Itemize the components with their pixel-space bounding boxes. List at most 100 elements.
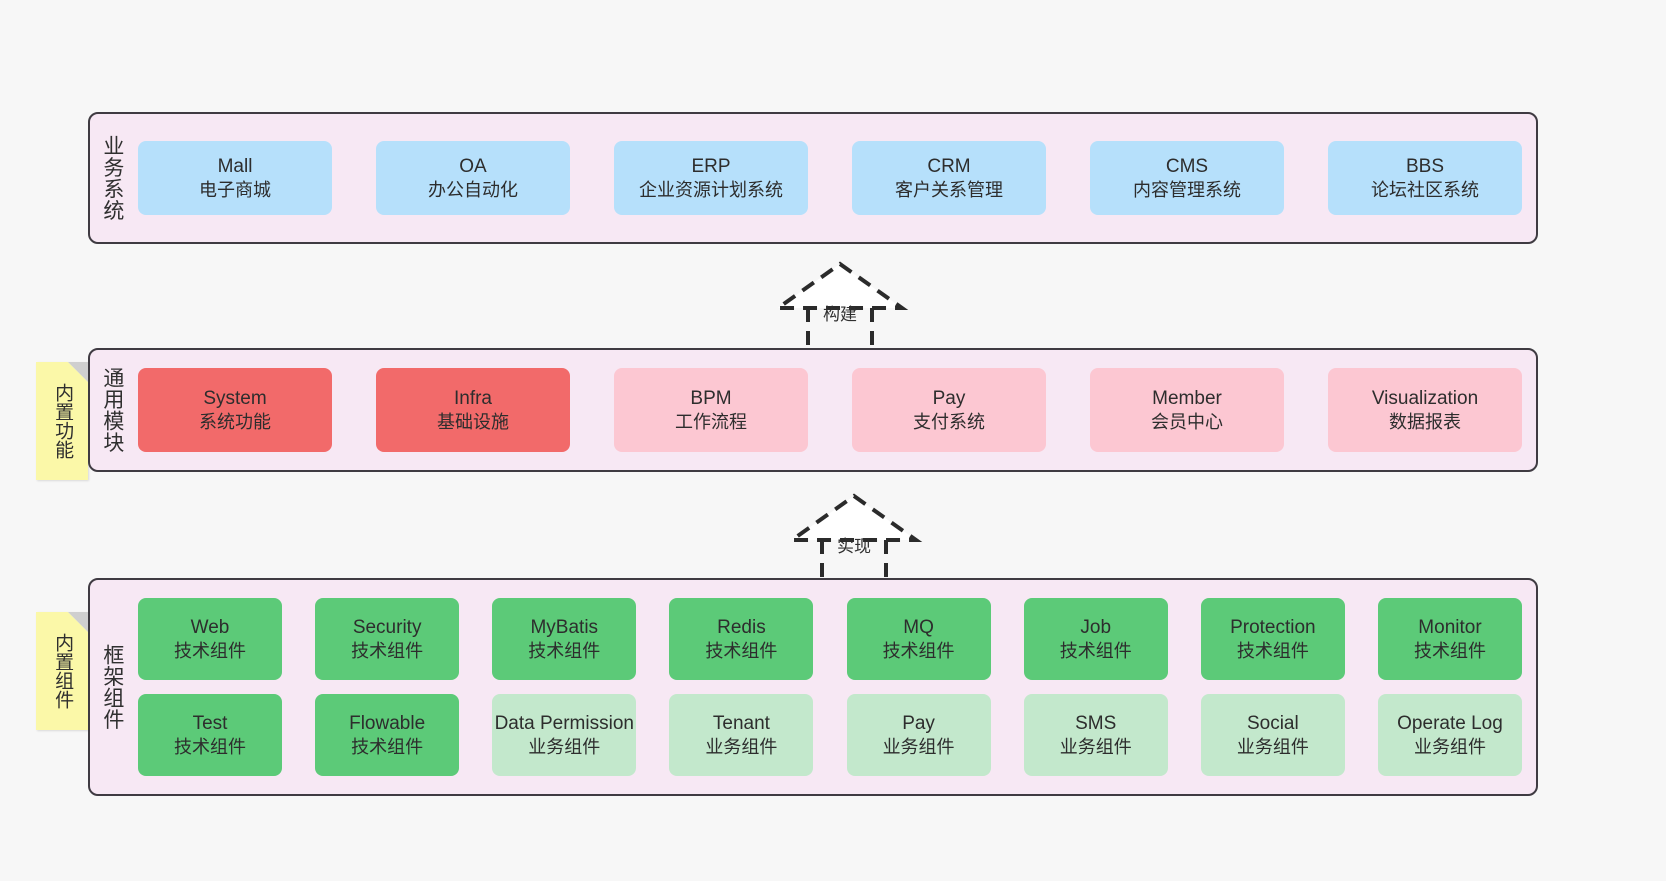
box-security-subtitle: 技术组件 (351, 640, 424, 661)
box-social[interactable]: Social 业务组件 (1200, 694, 1345, 776)
box-erp-subtitle: 企业资源计划系统 (639, 179, 783, 200)
box-sms-title: SMS (1075, 712, 1117, 734)
box-redis-subtitle: 技术组件 (705, 640, 778, 661)
box-job[interactable]: Job 技术组件 (1023, 598, 1168, 680)
box-mall-title: Mall (217, 155, 253, 177)
sticky-note-builtin-features-text: 内置功能 (52, 383, 74, 459)
framework-components-row-bottom: Test 技术组件 Flowable 技术组件 Data Permission … (138, 694, 1522, 776)
box-oa-title: OA (459, 155, 487, 177)
box-tenant-title: Tenant (712, 712, 770, 734)
box-web-subtitle: 技术组件 (174, 640, 246, 661)
box-crm-subtitle: 客户关系管理 (895, 179, 1003, 200)
box-social-subtitle: 业务组件 (1236, 736, 1309, 757)
box-mall[interactable]: Mall 电子商城 (138, 141, 332, 215)
box-operate-log[interactable]: Operate Log 业务组件 (1377, 694, 1522, 776)
layer-body-framework-components: Web 技术组件 Security 技术组件 MyBatis 技术组件 Redi… (134, 580, 1536, 794)
box-visualization-subtitle: 数据报表 (1389, 411, 1461, 432)
box-mybatis-title: MyBatis (530, 616, 599, 638)
box-visualization-title: Visualization (1371, 387, 1479, 409)
box-redis-title: Redis (717, 616, 766, 638)
box-visualization[interactable]: Visualization 数据报表 (1328, 368, 1522, 452)
box-bbs-subtitle: 论坛社区系统 (1371, 179, 1479, 200)
box-infra-title: Infra (453, 387, 493, 409)
sticky-note-builtin-features: 内置功能 (36, 362, 88, 480)
box-cms-title: CMS (1165, 155, 1209, 177)
framework-components-row-top: Web 技术组件 Security 技术组件 MyBatis 技术组件 Redi… (138, 598, 1522, 680)
box-protection-title: Protection (1230, 616, 1316, 638)
box-social-title: Social (1246, 712, 1299, 734)
layer-body-common-modules: System 系统功能 Infra 基础设施 BPM 工作流程 Pay 支付系统… (134, 350, 1536, 470)
box-mybatis[interactable]: MyBatis 技术组件 (492, 598, 637, 680)
sticky-note-builtin-components: 内置组件 (36, 612, 88, 730)
box-test-title: Test (192, 712, 228, 734)
box-sms[interactable]: SMS 业务组件 (1023, 694, 1168, 776)
box-crm[interactable]: CRM 客户关系管理 (852, 141, 1046, 215)
box-redis[interactable]: Redis 技术组件 (669, 598, 814, 680)
box-member-title: Member (1152, 387, 1222, 409)
connector-build-shape (771, 261, 909, 350)
common-modules-row: System 系统功能 Infra 基础设施 BPM 工作流程 Pay 支付系统… (138, 368, 1522, 452)
box-member[interactable]: Member 会员中心 (1090, 368, 1284, 452)
box-mq-title: MQ (903, 616, 934, 638)
box-pay-module[interactable]: Pay 支付系统 (852, 368, 1046, 452)
box-security-title: Security (352, 616, 422, 638)
box-web[interactable]: Web 技术组件 (138, 598, 282, 680)
box-tenant-subtitle: 业务组件 (705, 736, 778, 757)
box-pay-component[interactable]: Pay 业务组件 (846, 694, 991, 776)
box-web-title: Web (190, 616, 230, 638)
connector-build: 构建 (750, 258, 930, 350)
box-tenant[interactable]: Tenant 业务组件 (669, 694, 814, 776)
box-pay-component-subtitle: 业务组件 (882, 736, 955, 757)
box-infra-subtitle: 基础设施 (437, 411, 509, 432)
layer-label-framework-components: 框架组件 (100, 644, 124, 730)
box-bpm[interactable]: BPM 工作流程 (614, 368, 808, 452)
layer-business-systems: 业务系统 Mall 电子商城 OA 办公自动化 ERP 企业资源计划系统 CRM… (88, 112, 1538, 244)
box-oa-subtitle: 办公自动化 (428, 179, 518, 200)
box-operate-log-title: Operate Log (1397, 712, 1503, 734)
connector-implement: 实现 (764, 490, 944, 582)
box-bbs-title: BBS (1405, 155, 1445, 177)
box-mq-subtitle: 技术组件 (882, 640, 955, 661)
box-monitor[interactable]: Monitor 技术组件 (1377, 598, 1522, 680)
box-sms-subtitle: 业务组件 (1059, 736, 1132, 757)
box-flowable-subtitle: 技术组件 (351, 736, 424, 757)
box-system-subtitle: 系统功能 (199, 411, 271, 432)
box-protection[interactable]: Protection 技术组件 (1200, 598, 1345, 680)
box-flowable[interactable]: Flowable 技术组件 (315, 694, 460, 776)
sticky-fold-corner-icon (68, 362, 88, 382)
box-test[interactable]: Test 技术组件 (138, 694, 282, 776)
layer-label-business-systems: 业务系统 (100, 135, 124, 221)
sticky-note-builtin-components-text: 内置组件 (52, 633, 74, 709)
box-mq[interactable]: MQ 技术组件 (846, 598, 991, 680)
box-member-subtitle: 会员中心 (1151, 411, 1223, 432)
box-infra[interactable]: Infra 基础设施 (376, 368, 570, 452)
box-operate-log-subtitle: 业务组件 (1413, 736, 1486, 757)
business-systems-row: Mall 电子商城 OA 办公自动化 ERP 企业资源计划系统 CRM 客户关系… (138, 141, 1522, 215)
box-flowable-title: Flowable (349, 712, 426, 734)
box-data-permission-subtitle: 业务组件 (528, 736, 601, 757)
box-oa[interactable]: OA 办公自动化 (376, 141, 570, 215)
box-monitor-title: Monitor (1418, 616, 1482, 638)
box-pay-module-title: Pay (932, 387, 966, 409)
box-bpm-title: BPM (690, 387, 732, 409)
box-data-permission-title: Data Permission (494, 712, 634, 734)
box-monitor-subtitle: 技术组件 (1413, 640, 1486, 661)
box-erp[interactable]: ERP 企业资源计划系统 (614, 141, 808, 215)
box-crm-title: CRM (927, 155, 971, 177)
box-bbs[interactable]: BBS 论坛社区系统 (1328, 141, 1522, 215)
box-test-subtitle: 技术组件 (174, 736, 246, 757)
box-cms[interactable]: CMS 内容管理系统 (1090, 141, 1284, 215)
connector-implement-label: 实现 (837, 537, 871, 556)
box-cms-subtitle: 内容管理系统 (1133, 179, 1241, 200)
box-mall-subtitle: 电子商城 (199, 179, 271, 200)
box-pay-module-subtitle: 支付系统 (913, 411, 985, 432)
box-erp-title: ERP (691, 155, 731, 177)
layer-common-modules: 通用模块 System 系统功能 Infra 基础设施 BPM 工作流程 Pay… (88, 348, 1538, 472)
box-mybatis-subtitle: 技术组件 (528, 640, 601, 661)
box-system[interactable]: System 系统功能 (138, 368, 332, 452)
layer-framework-components: 框架组件 Web 技术组件 Security 技术组件 MyBatis 技术组件… (88, 578, 1538, 796)
box-security[interactable]: Security 技术组件 (315, 598, 460, 680)
box-pay-component-title: Pay (902, 712, 935, 734)
box-data-permission[interactable]: Data Permission 业务组件 (492, 694, 637, 776)
